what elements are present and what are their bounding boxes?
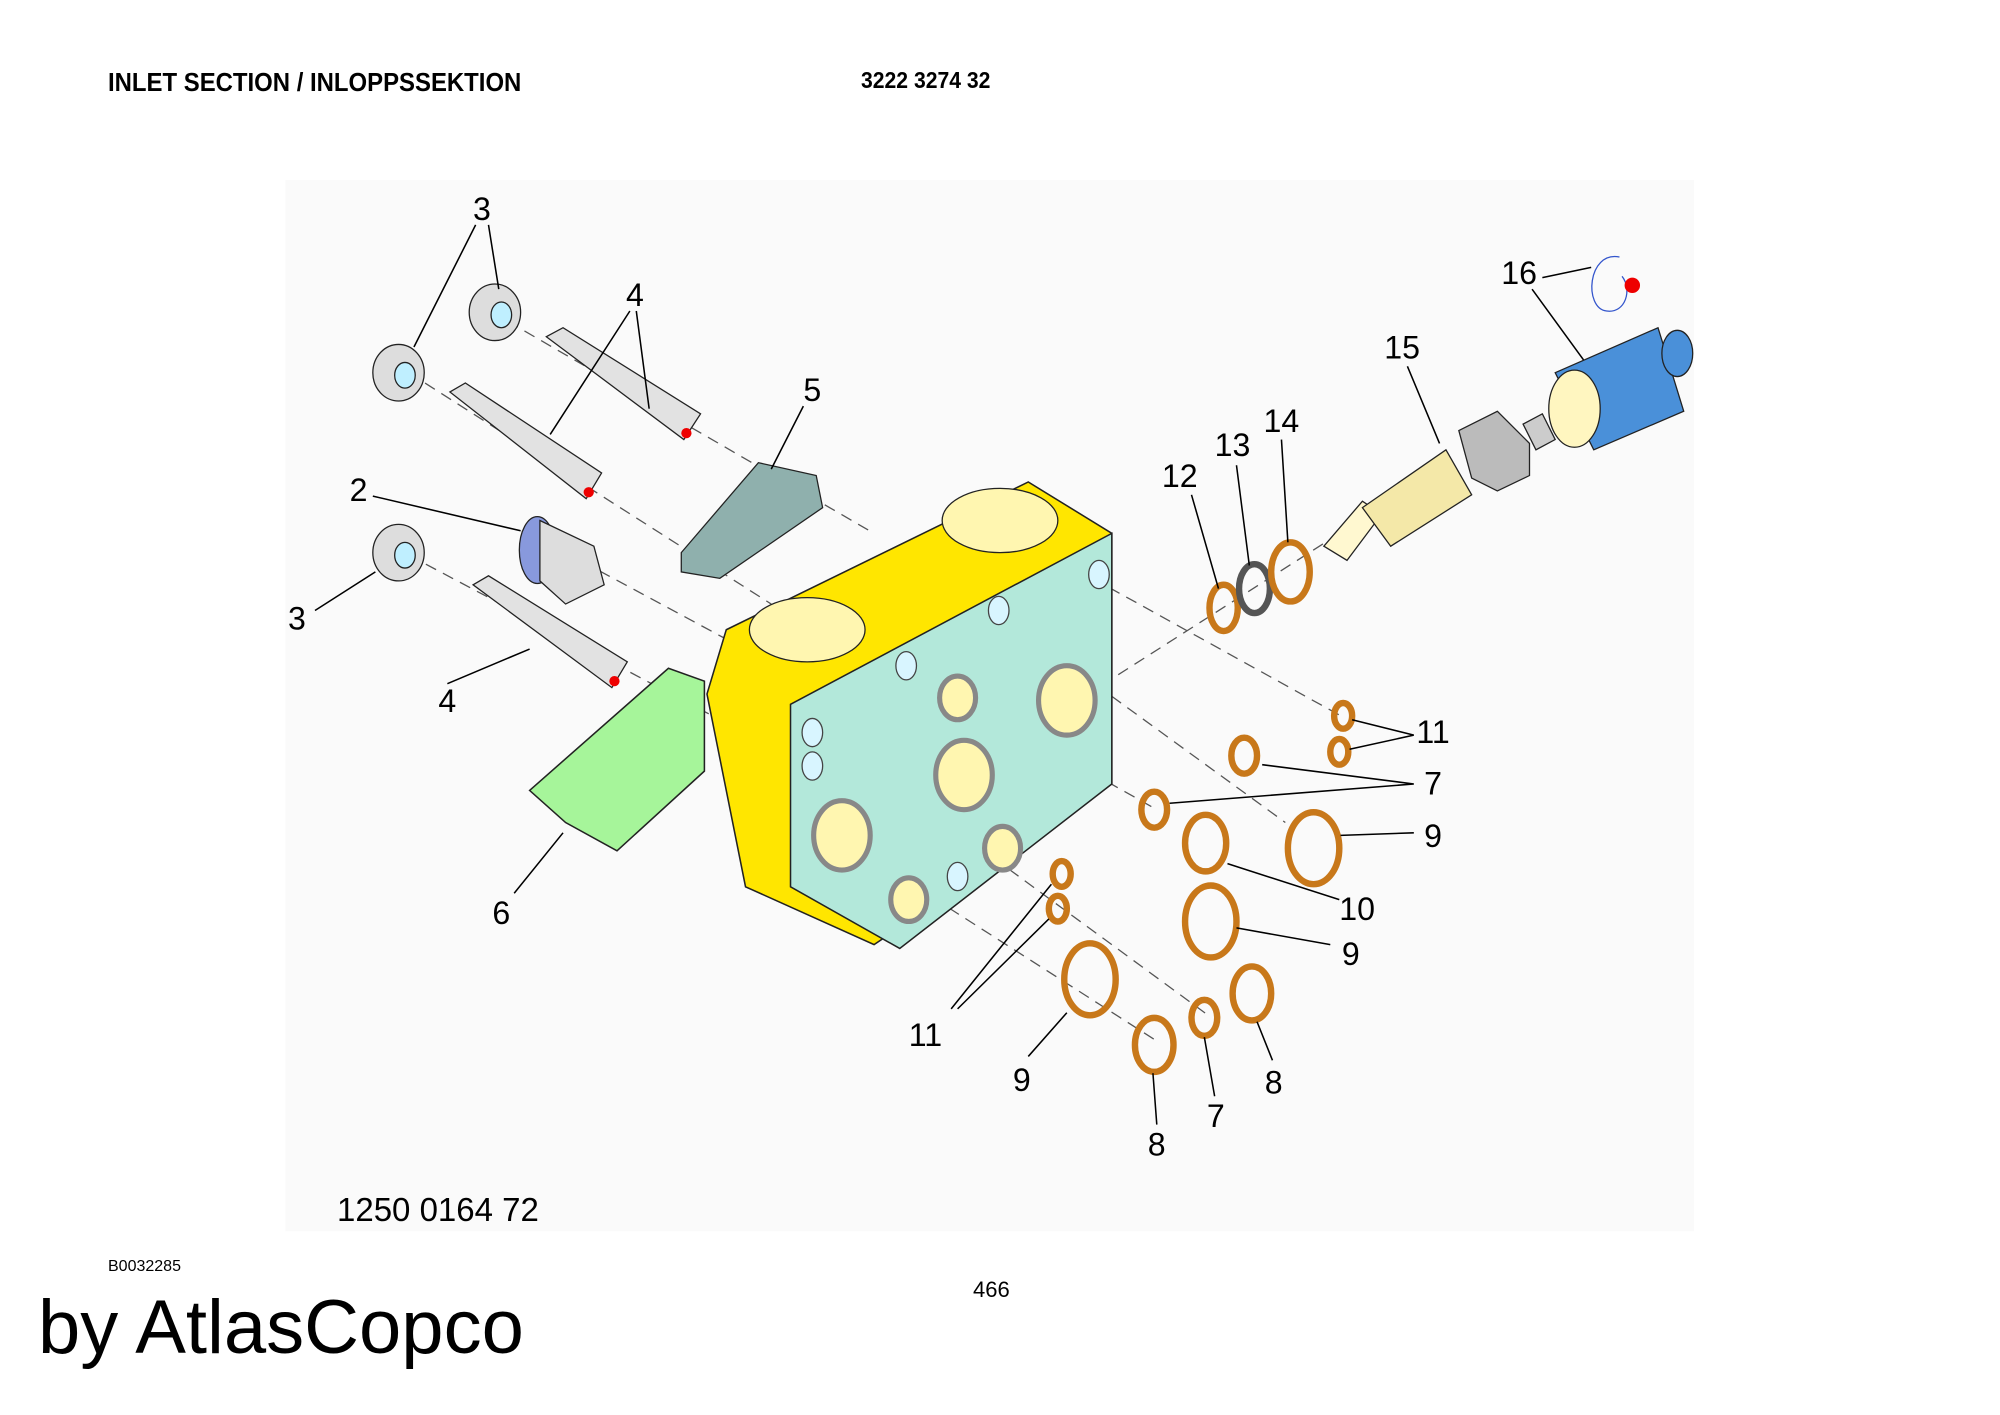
callout-labels: 3 3 4 4 5 2 6 16 15 14 13 12 11 7 9 10 9…	[288, 191, 1537, 1163]
gasket-part-5	[680, 461, 824, 580]
callout-12: 12	[1162, 458, 1198, 494]
callout-9: 9	[1013, 1062, 1031, 1098]
callout-14: 14	[1263, 403, 1299, 439]
kit-number: 1250 0164 72	[337, 1191, 539, 1228]
brand-watermark: by AtlasCopco	[38, 1285, 524, 1370]
callout-13: 13	[1215, 427, 1251, 463]
callout-3: 3	[288, 601, 306, 637]
o-ring-icon	[1045, 539, 1356, 1076]
callout-16: 16	[1501, 255, 1537, 291]
callout-8: 8	[1265, 1065, 1283, 1101]
callout-15: 15	[1384, 330, 1420, 366]
callout-7: 7	[1424, 765, 1442, 801]
callout-9: 9	[1342, 936, 1360, 972]
page-number: 466	[973, 1277, 1010, 1302]
inlet-valve-body	[706, 481, 1113, 950]
callout-11: 11	[909, 1017, 942, 1053]
callout-11: 11	[1416, 714, 1449, 750]
plug-part-2	[518, 516, 605, 605]
stud-bolt-icon	[448, 326, 702, 689]
callout-5: 5	[803, 372, 821, 408]
callout-7: 7	[1207, 1098, 1225, 1134]
bracket-part-6	[528, 667, 706, 852]
solenoid-coil-part-16	[1548, 256, 1694, 451]
callout-4: 4	[438, 683, 456, 719]
section-title: INLET SECTION / INLOPPSSEKTION	[108, 67, 522, 97]
drawing-number: B0032285	[108, 1258, 181, 1275]
nut-icon	[372, 283, 522, 582]
callout-2: 2	[350, 472, 368, 508]
callout-10: 10	[1339, 891, 1375, 927]
callout-4: 4	[626, 277, 644, 313]
callout-3: 3	[473, 191, 491, 227]
part-number: 3222 3274 32	[861, 67, 991, 93]
leader-lines	[314, 224, 1592, 1125]
sensor-part-15	[1322, 410, 1557, 562]
callout-8: 8	[1148, 1126, 1166, 1162]
callout-6: 6	[492, 895, 510, 931]
callout-9: 9	[1424, 818, 1442, 854]
